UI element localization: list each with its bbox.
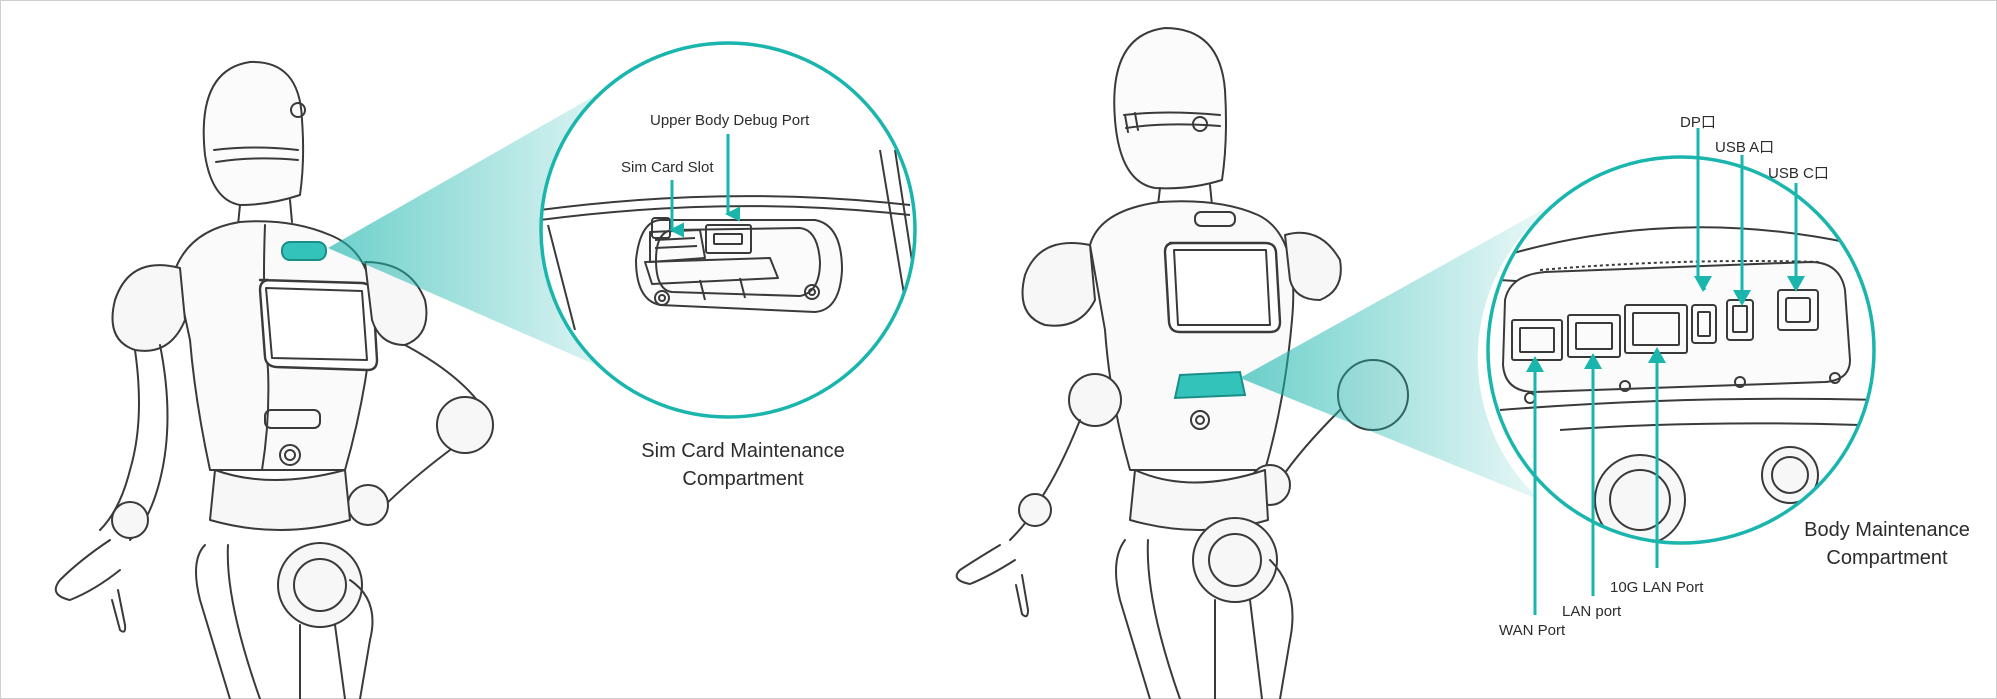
zoom-beam-right (1240, 200, 1560, 500)
robot-left-illustration (54, 60, 494, 699)
arrow-dp-head (1694, 276, 1712, 292)
sim-compartment-highlight (281, 241, 327, 261)
label-10g-lan-port: 10G LAN Port (1610, 579, 1704, 596)
label-upper-body-debug-port: Upper Body Debug Port (650, 112, 810, 129)
label-lan-port: LAN port (1562, 603, 1622, 620)
caption-sim-line1: Sim Card Maintenance (641, 440, 844, 462)
zoom-circle-right (1486, 155, 1876, 545)
label-wan-port: WAN Port (1499, 622, 1566, 639)
caption-body-line2: Compartment (1826, 547, 1948, 569)
body-compartment-highlight (1173, 370, 1247, 400)
robot-right-illustration (955, 27, 1409, 699)
arrow-usb-a-head (1733, 290, 1751, 306)
arrow-10g-lan-head (1648, 347, 1666, 363)
zoom-circle-left (539, 41, 917, 419)
label-usb-c-port: USB C口 (1768, 165, 1829, 182)
caption-body-line1: Body Maintenance (1804, 519, 1970, 541)
label-sim-card-slot: Sim Card Slot (621, 159, 714, 176)
label-usb-a-port: USB A口 (1715, 139, 1774, 156)
label-dp-port: DP口 (1680, 114, 1716, 131)
arrow-wan-head (1526, 356, 1544, 372)
caption-sim-line2: Compartment (682, 468, 804, 490)
arrow-lan-head (1584, 353, 1602, 369)
arrow-usb-c-head (1787, 276, 1805, 292)
